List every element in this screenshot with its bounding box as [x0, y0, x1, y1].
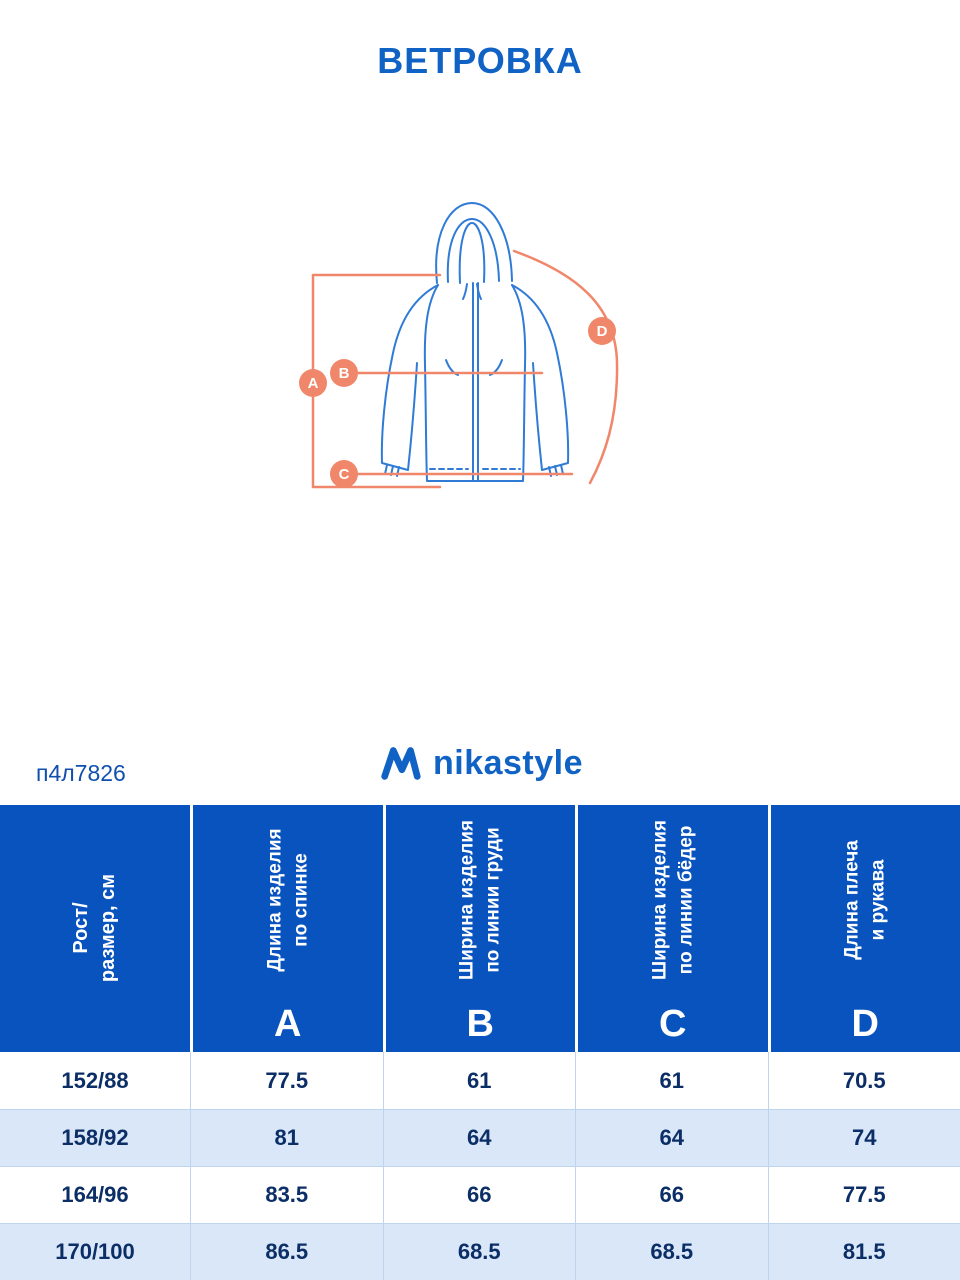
value-c: 64 — [575, 1110, 768, 1166]
size-table: Рост/ размер, см Длина изделия по спинке… — [0, 805, 960, 1280]
value-c: 68.5 — [575, 1224, 768, 1280]
header-label-line: Рост/ — [70, 902, 92, 954]
header-label-line: по линии бёдер — [674, 825, 696, 975]
header-label-line: размер, см — [97, 873, 119, 983]
header-label-line: Длина плеча — [841, 840, 863, 960]
column-d-label: Длина плеча и рукава — [840, 840, 891, 960]
measurement-lines — [311, 249, 619, 489]
header-column-d: Длина плеча и рукава D — [767, 805, 960, 1052]
value-b: 68.5 — [382, 1224, 576, 1280]
header-size-column: Рост/ размер, см — [0, 805, 190, 1052]
header-column-b: Ширина изделия по линии груди B — [382, 805, 576, 1052]
column-b-label: Ширина изделия по линии груди — [455, 820, 506, 980]
marker-c-label: C — [339, 466, 350, 483]
header-label-line: Длина изделия — [264, 828, 286, 972]
jacket-outline — [380, 202, 570, 482]
column-a-letter: A — [274, 1003, 302, 1045]
value-a: 86.5 — [190, 1224, 383, 1280]
measurement-markers: A B C D — [299, 317, 616, 488]
header-label-line: и рукава — [867, 859, 889, 941]
value-b: 66 — [382, 1167, 576, 1223]
value-d: 74 — [767, 1110, 960, 1166]
value-a: 81 — [190, 1110, 383, 1166]
marker-b-circle — [330, 359, 358, 387]
brand-name: nikastyle — [432, 743, 584, 782]
marker-d-label: D — [597, 323, 608, 340]
jacket-measurement-diagram: A B C D — [280, 185, 640, 520]
marker-c-circle — [330, 460, 358, 488]
table-row: 164/96 83.5 66 66 77.5 — [0, 1166, 960, 1223]
column-b-letter: B — [466, 1003, 494, 1045]
header-label-line: по линии груди — [482, 827, 504, 973]
value-a: 83.5 — [190, 1167, 383, 1223]
product-code: п4л7826 — [36, 760, 126, 786]
value-c: 66 — [575, 1167, 768, 1223]
row-size: 164/96 — [61, 1182, 129, 1207]
value-d: 77.5 — [767, 1167, 960, 1223]
header-column-c: Ширина изделия по линии бёдер C — [575, 805, 768, 1052]
header-label-line: Ширина изделия — [649, 820, 671, 980]
header-column-a: Длина изделия по спинке A — [190, 805, 383, 1052]
nikastyle-logo-icon — [381, 747, 421, 780]
jacket-sketch: A B C D — [299, 202, 619, 489]
header-label-line: Ширина изделия — [456, 820, 478, 980]
brand-logo: nikastyle — [0, 733, 960, 793]
value-c: 61 — [575, 1052, 768, 1109]
value-d: 81.5 — [767, 1224, 960, 1280]
value-a: 77.5 — [190, 1052, 383, 1109]
table-row: 152/88 77.5 61 61 70.5 — [0, 1052, 960, 1109]
page-title: ВЕТРОВКА — [377, 40, 583, 81]
header-label-line: по спинке — [289, 853, 311, 947]
marker-b-label: B — [339, 365, 350, 382]
column-c-letter: C — [659, 1003, 687, 1045]
table-row: 158/92 81 64 64 74 — [0, 1109, 960, 1166]
column-c-label: Ширина изделия по линии бёдер — [647, 820, 698, 980]
marker-d-circle — [588, 317, 616, 345]
row-size: 170/100 — [55, 1239, 135, 1264]
table-row: 170/100 86.5 68.5 68.5 81.5 — [0, 1223, 960, 1280]
row-size: 152/88 — [61, 1067, 129, 1093]
value-b: 61 — [382, 1052, 576, 1109]
column-d-letter: D — [851, 1003, 879, 1045]
value-b: 64 — [382, 1110, 576, 1166]
marker-a-circle — [299, 369, 327, 397]
value-d: 70.5 — [767, 1052, 960, 1109]
size-column-label: Рост/ размер, см — [68, 874, 122, 982]
marker-a-label: A — [308, 375, 319, 392]
column-a-label: Длина изделия по спинке — [262, 828, 313, 971]
table-header: Рост/ размер, см Длина изделия по спинке… — [0, 805, 960, 1052]
row-size: 158/92 — [61, 1125, 129, 1150]
